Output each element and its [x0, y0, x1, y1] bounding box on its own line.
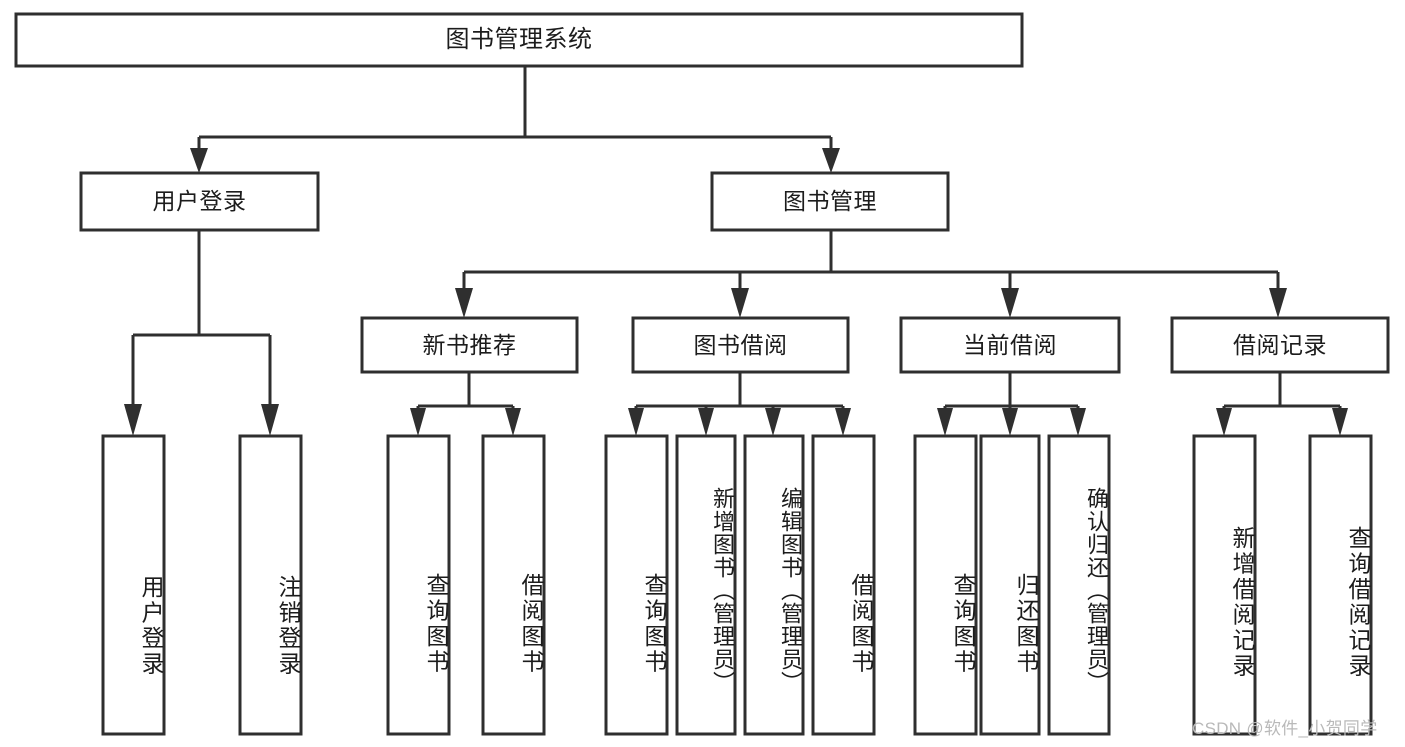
arrow-leaf-confirm-return	[1070, 408, 1086, 436]
node-box-book-borrow[interactable]	[631, 316, 850, 374]
connector-user-login-to-leaves	[124, 230, 279, 436]
csdn-watermark: CSDN @软件_小贺同学	[1192, 719, 1378, 738]
node-box-leaf-edit-book[interactable]	[743, 434, 805, 736]
arrow-borrow-record	[1269, 288, 1287, 318]
arrow-leaf-add-record	[1216, 408, 1232, 436]
connector-root-to-level1	[190, 66, 840, 173]
node-box-leaf-query-book-2[interactable]	[604, 434, 669, 736]
arrow-leaf-query-book-1	[410, 408, 426, 436]
node-box-leaf-borrow-book-1[interactable]	[481, 434, 546, 736]
arrow-leaf-edit-book	[765, 408, 781, 436]
arrow-leaf-logout	[261, 404, 279, 436]
arrow-leaf-query-book-2	[628, 408, 644, 436]
connector-book-management-to-level2	[455, 230, 1287, 318]
arrow-leaf-user-login	[124, 404, 142, 436]
arrow-leaf-return-book	[1002, 408, 1018, 436]
node-box-leaf-add-book[interactable]	[675, 434, 737, 736]
arrow-leaf-borrow-book-2	[835, 408, 851, 436]
arrow-leaf-query-record	[1332, 408, 1348, 436]
connector-borrow-record-to-leaves	[1216, 372, 1348, 436]
node-box-leaf-return-book[interactable]	[979, 434, 1041, 736]
arrow-leaf-query-book-3	[937, 408, 953, 436]
arrow-leaf-add-book	[698, 408, 714, 436]
connector-book-borrow-to-leaves	[628, 372, 851, 436]
node-box-leaf-logout-login[interactable]	[238, 434, 303, 736]
arrow-book-borrow	[731, 288, 749, 318]
arrow-new-book-recommend	[455, 288, 473, 318]
node-box-current-borrow[interactable]	[899, 316, 1121, 374]
node-box-leaf-confirm-return[interactable]	[1047, 434, 1111, 736]
arrow-user-login	[190, 148, 208, 173]
node-box-book-management[interactable]	[710, 171, 950, 232]
node-box-user-login[interactable]	[79, 171, 320, 232]
node-box-leaf-query-book-1[interactable]	[386, 434, 451, 736]
node-box-leaf-add-record[interactable]	[1192, 434, 1257, 736]
node-box-new-book-recommend[interactable]	[360, 316, 579, 374]
node-box-root[interactable]	[14, 12, 1024, 68]
arrow-leaf-borrow-book-1	[505, 408, 521, 436]
arrow-book-management	[822, 148, 840, 173]
node-box-leaf-query-book-3[interactable]	[913, 434, 978, 736]
node-box-leaf-borrow-book-2[interactable]	[811, 434, 876, 736]
arrow-current-borrow	[1001, 288, 1019, 318]
node-box-leaf-user-login[interactable]	[101, 434, 166, 736]
connector-current-borrow-to-leaves	[937, 372, 1086, 436]
connector-new-book-to-leaves	[410, 372, 521, 436]
node-box-leaf-query-record[interactable]	[1308, 434, 1373, 736]
node-box-borrow-record[interactable]	[1170, 316, 1390, 374]
